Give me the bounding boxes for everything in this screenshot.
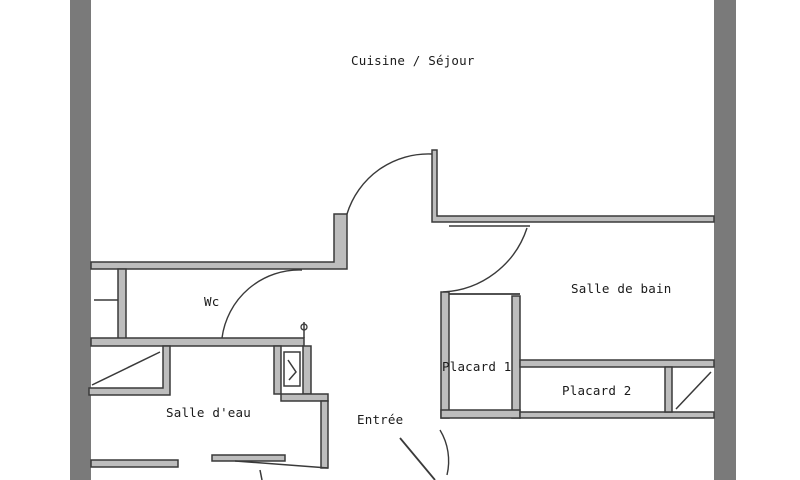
- salle-deau-right-wall: [320, 400, 329, 469]
- wc-door-arc: [221, 269, 303, 339]
- duct-box: [283, 351, 301, 387]
- salle-deau-detail: [234, 460, 329, 469]
- salle-deau-bottom-wall: [90, 459, 179, 468]
- salle-deau-inner-wall: [273, 345, 282, 395]
- sejour-door-arc: [346, 153, 433, 215]
- wc-door-handle: [300, 323, 308, 331]
- room-label-placard-2: Placard 2: [562, 383, 632, 398]
- room-label-salle-deau: Salle d'eau: [166, 405, 251, 420]
- room-label-wc: Wc: [204, 294, 220, 309]
- room-label-entree: Entrée: [357, 412, 404, 427]
- bathroom-door-arc: [442, 227, 528, 293]
- placard-2-bottom-wall: [519, 411, 715, 419]
- salle-deau-door-wall: [211, 454, 286, 462]
- room-label-placard-1: Placard 1: [442, 359, 512, 374]
- duct-detail: [287, 359, 297, 381]
- entree-door-arc: [439, 429, 450, 476]
- placard-1-left-wall: [440, 291, 450, 419]
- salle-deau-door-leaf: [259, 469, 263, 480]
- salle-deau-upper-wall: [88, 345, 171, 396]
- room-label-salle-de-bain: Salle de bain: [571, 281, 672, 296]
- room-label-cuisine-sejour: Cuisine / Séjour: [351, 53, 475, 68]
- placard-2-right-wall: [664, 366, 673, 413]
- sejour-wall-right: [431, 149, 715, 223]
- placard-2-top-wall: [519, 359, 715, 368]
- left-exterior-wall: [70, 0, 91, 480]
- duct-wall: [302, 345, 312, 395]
- entree-door-leaf: [399, 437, 436, 480]
- salle-deau-right-top-wall: [280, 393, 329, 402]
- salle-deau-niche-diagonal: [91, 351, 161, 386]
- placard-1-right-wall: [511, 295, 521, 419]
- wc-left-wall: [117, 268, 127, 341]
- placard-1-bottom-wall: [440, 409, 521, 419]
- sejour-wall-left: [90, 213, 348, 270]
- right-exterior-wall: [714, 0, 736, 480]
- wc-bottom-wall: [90, 337, 305, 347]
- placard-2-niche-diagonal: [675, 371, 712, 410]
